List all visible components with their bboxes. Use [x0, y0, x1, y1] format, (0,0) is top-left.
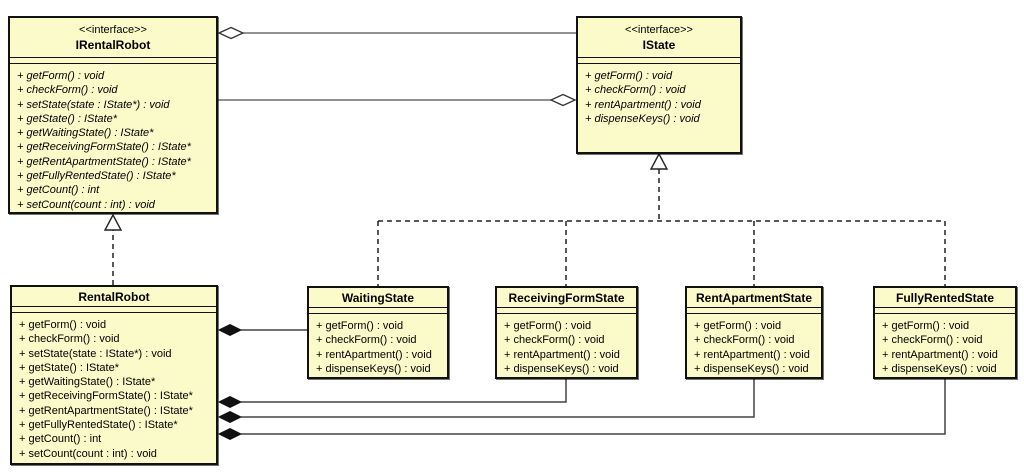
filled-diamond-icon [217, 395, 243, 409]
method: + dispenseKeys() : void [504, 362, 619, 375]
method: + getWaitingState() : IState* [19, 376, 156, 389]
attributes-compartment [875, 307, 1015, 314]
method: + getForm() : void [316, 320, 404, 332]
composition-rentalrobot-rentapartmentstate [217, 379, 755, 424]
method: + getForm() : void [585, 70, 673, 82]
method: + dispenseKeys() : void [316, 362, 431, 375]
method: + checkForm() : void [504, 334, 605, 347]
class-box-waitingstate: WaitingState + getForm() : void + checkF… [307, 286, 449, 379]
composition-rentalrobot-waitingstate [217, 323, 307, 337]
class-name: IRentalRobot [75, 38, 151, 52]
method: + checkForm() : void [882, 334, 983, 347]
class-box-rentapartmentstate: RentApartmentState + getForm() : void + … [685, 286, 823, 379]
method: + getForm() : void [882, 320, 970, 332]
method: + rentApartment() : void [316, 348, 432, 361]
class-title: RentApartmentState [687, 288, 821, 307]
stereotype-label: <<interface>> [625, 24, 693, 36]
class-title: RentalRobot [12, 287, 216, 306]
aggregation-irentalrobot-istate [217, 26, 576, 40]
class-title: <<interface>> IRentalRobot [10, 18, 216, 57]
method: + getCount() : int [19, 433, 102, 446]
methods-compartment: + getForm() : void + checkForm() : void … [12, 313, 216, 465]
method: + checkForm() : void [19, 333, 120, 346]
method: + setState(state : IState*) : void [19, 347, 172, 360]
filled-diamond-icon [217, 323, 243, 337]
method: + getRentApartmentState() : IState* [17, 155, 191, 168]
class-name: RentApartmentState [695, 291, 812, 305]
hollow-diamond-icon [549, 93, 577, 107]
hollow-triangle-icon [103, 213, 123, 231]
method: + getState() : IState* [19, 361, 119, 374]
attributes-compartment [10, 57, 216, 64]
method: + dispenseKeys() : void [585, 112, 700, 125]
method: + checkForm() : void [585, 84, 686, 97]
method: + getReceivingFormState() : IState* [19, 390, 193, 403]
method: + rentApartment() : void [504, 348, 620, 361]
attributes-compartment [578, 57, 740, 64]
filled-diamond-icon [217, 427, 243, 441]
class-name: FullyRentedState [895, 291, 994, 305]
class-name: WaitingState [341, 291, 415, 305]
method: + getWaitingState() : IState* [17, 127, 154, 140]
method: + getFullyRentedState() : IState* [19, 419, 178, 432]
composition-rentalrobot-receivingformstate [217, 379, 567, 409]
method: + dispenseKeys() : void [694, 362, 809, 375]
methods-compartment: + getForm() : void + checkForm() : void … [309, 314, 447, 380]
stereotype-label: <<interface>> [79, 24, 147, 36]
method: + rentApartment() : void [585, 98, 701, 111]
filled-diamond-icon [217, 410, 243, 424]
class-title: WaitingState [309, 288, 447, 307]
method: + getForm() : void [19, 319, 107, 331]
class-title: ReceivingFormState [497, 288, 636, 307]
method: + rentApartment() : void [882, 348, 998, 361]
method: + checkForm() : void [17, 84, 118, 97]
class-box-istate: <<interface>> IState + getForm() : void … [576, 16, 742, 154]
method: + setCount(count : int) : void [19, 447, 157, 460]
aggregation-istate-irentalrobot [218, 93, 577, 107]
method: + getFullyRentedState() : IState* [17, 170, 176, 183]
method: + getCount() : int [17, 184, 100, 197]
class-name: RentalRobot [78, 290, 150, 304]
method: + checkForm() : void [316, 334, 417, 347]
class-box-rentalrobot: RentalRobot + getForm() : void + checkFo… [10, 285, 218, 465]
method: + checkForm() : void [694, 334, 795, 347]
class-title: FullyRentedState [875, 288, 1015, 307]
hollow-diamond-icon [217, 26, 245, 40]
method: + setState(state : IState*) : void [17, 98, 170, 111]
hollow-triangle-icon [649, 152, 669, 170]
attributes-compartment [687, 307, 821, 314]
realization-rentalrobot-irentalrobot [103, 213, 123, 285]
method: + setCount(count : int) : void [17, 198, 155, 211]
methods-compartment: + getForm() : void + checkForm() : void … [875, 314, 1015, 380]
methods-compartment: + getForm() : void + checkForm() : void … [687, 314, 821, 380]
attributes-compartment [497, 307, 636, 314]
method: + getForm() : void [504, 320, 592, 332]
class-box-receivingformstate: ReceivingFormState + getForm() : void + … [495, 286, 638, 379]
method: + getRentApartmentState() : IState* [19, 404, 193, 417]
method: + dispenseKeys() : void [882, 362, 997, 375]
attributes-compartment [12, 306, 216, 313]
realization-states-istate [377, 152, 946, 286]
method: + getForm() : void [694, 320, 782, 332]
class-box-irentalrobot: <<interface>> IRentalRobot + getForm() :… [8, 16, 218, 214]
methods-compartment: + getForm() : void + checkForm() : void … [10, 64, 216, 216]
class-name: ReceivingFormState [508, 291, 625, 305]
class-title: <<interface>> IState [578, 18, 740, 57]
class-box-fullyrentedstate: FullyRentedState + getForm() : void + ch… [873, 286, 1017, 379]
method: + getState() : IState* [17, 112, 117, 125]
method: + rentApartment() : void [694, 348, 810, 361]
methods-compartment: + getForm() : void + checkForm() : void … [497, 314, 636, 380]
method: + getForm() : void [17, 70, 105, 82]
methods-compartment: + getForm() : void + checkForm() : void … [578, 64, 740, 130]
method: + getReceivingFormState() : IState* [17, 141, 191, 154]
attributes-compartment [309, 307, 447, 314]
composition-rentalrobot-fullyrentedstate [217, 379, 946, 441]
class-name: IState [642, 38, 676, 52]
